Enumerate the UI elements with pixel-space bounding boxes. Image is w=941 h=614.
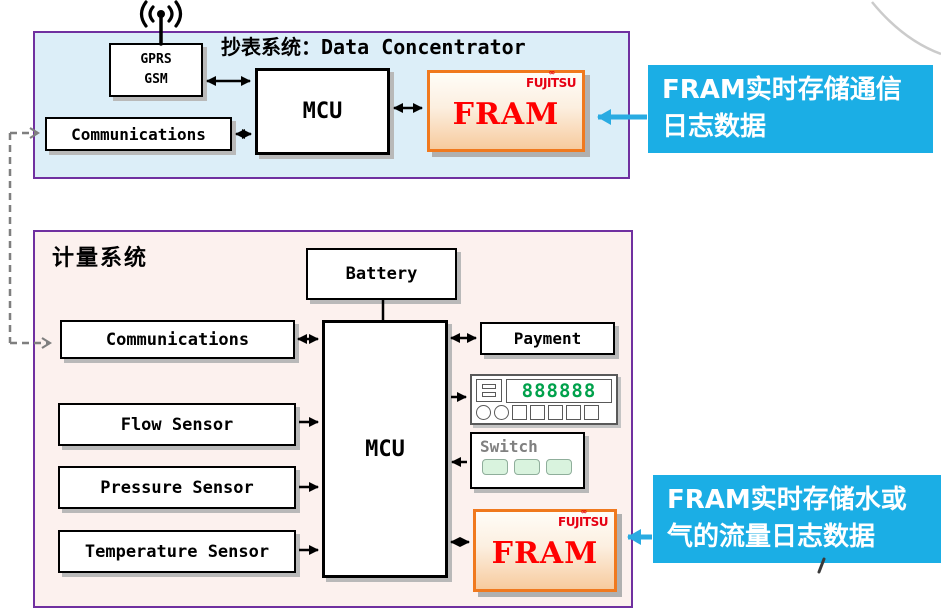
display-buttons-row — [476, 405, 612, 420]
top-system-title: 抄表系统：Data Concentrator — [221, 35, 526, 59]
battery-indicator-icon — [476, 379, 502, 402]
display-readout-row: 888888 — [476, 379, 612, 403]
bottom-mcu-block: MCU — [322, 320, 448, 578]
display-square-button — [566, 405, 581, 420]
display-square-button — [548, 405, 563, 420]
switch-key — [546, 459, 572, 475]
display-square-button — [512, 405, 527, 420]
fujitsu-logo: ∞ FUJITSU — [526, 69, 576, 91]
fujitsu-logo-text: FUJITSU — [558, 515, 608, 529]
pressure-sensor-block: Pressure Sensor — [58, 466, 296, 509]
top-communications-block: Communications — [45, 117, 232, 151]
switch-buttons — [482, 459, 572, 475]
display-square-button — [584, 405, 599, 420]
callout-line: FRAM实时存储通信 — [662, 75, 902, 105]
bottom-fram-block: ∞ FUJITSU FRAM — [473, 508, 617, 592]
payment-block: Payment — [480, 322, 615, 355]
switch-label: Switch — [480, 437, 538, 456]
top-mcu-block: MCU — [255, 68, 390, 155]
fujitsu-infinity-mark: ∞ — [580, 507, 588, 516]
top-fram-label: FRAM — [452, 96, 560, 132]
switch-block: Switch — [470, 432, 585, 489]
lcd-display-unit: 888888 — [470, 374, 618, 425]
switch-key — [514, 459, 540, 475]
callout-line: 日志数据 — [662, 111, 767, 142]
gsm-label: GSM — [144, 72, 168, 87]
display-round-button — [476, 405, 491, 420]
flow-sensor-block: Flow Sensor — [58, 403, 296, 446]
fujitsu-logo: ∞ FUJITSU — [558, 508, 608, 530]
top-fram-block: ∞ FUJITSU FRAM — [427, 69, 585, 152]
display-round-button — [494, 405, 509, 420]
bottom-system-title: 计量系统 — [52, 246, 149, 271]
temperature-sensor-block: Temperature Sensor — [58, 530, 296, 573]
gprs-label: GPRS — [140, 51, 172, 67]
fram-flow-log-callout: FRAM实时存储水或 气的流量日志数据 — [653, 475, 941, 563]
fujitsu-infinity-mark: ∞ — [548, 68, 556, 77]
fram-comm-log-callout: FRAM实时存储通信 日志数据 — [648, 65, 933, 153]
fujitsu-logo-text: FUJITSU — [526, 76, 576, 90]
gprs-gsm-block: GPRS GSM — [109, 43, 203, 97]
switch-key — [482, 459, 508, 475]
display-square-button — [530, 405, 545, 420]
seven-segment-digits: 888888 — [506, 379, 612, 403]
battery-block: Battery — [306, 248, 457, 300]
bottom-communications-block: Communications — [60, 320, 295, 359]
corner-arc-decoration — [871, 1, 941, 56]
callout-line: FRAM实时存储水或 — [667, 485, 907, 515]
callout-line: 气的流量日志数据 — [667, 521, 876, 552]
bottom-fram-label: FRAM — [491, 536, 599, 571]
